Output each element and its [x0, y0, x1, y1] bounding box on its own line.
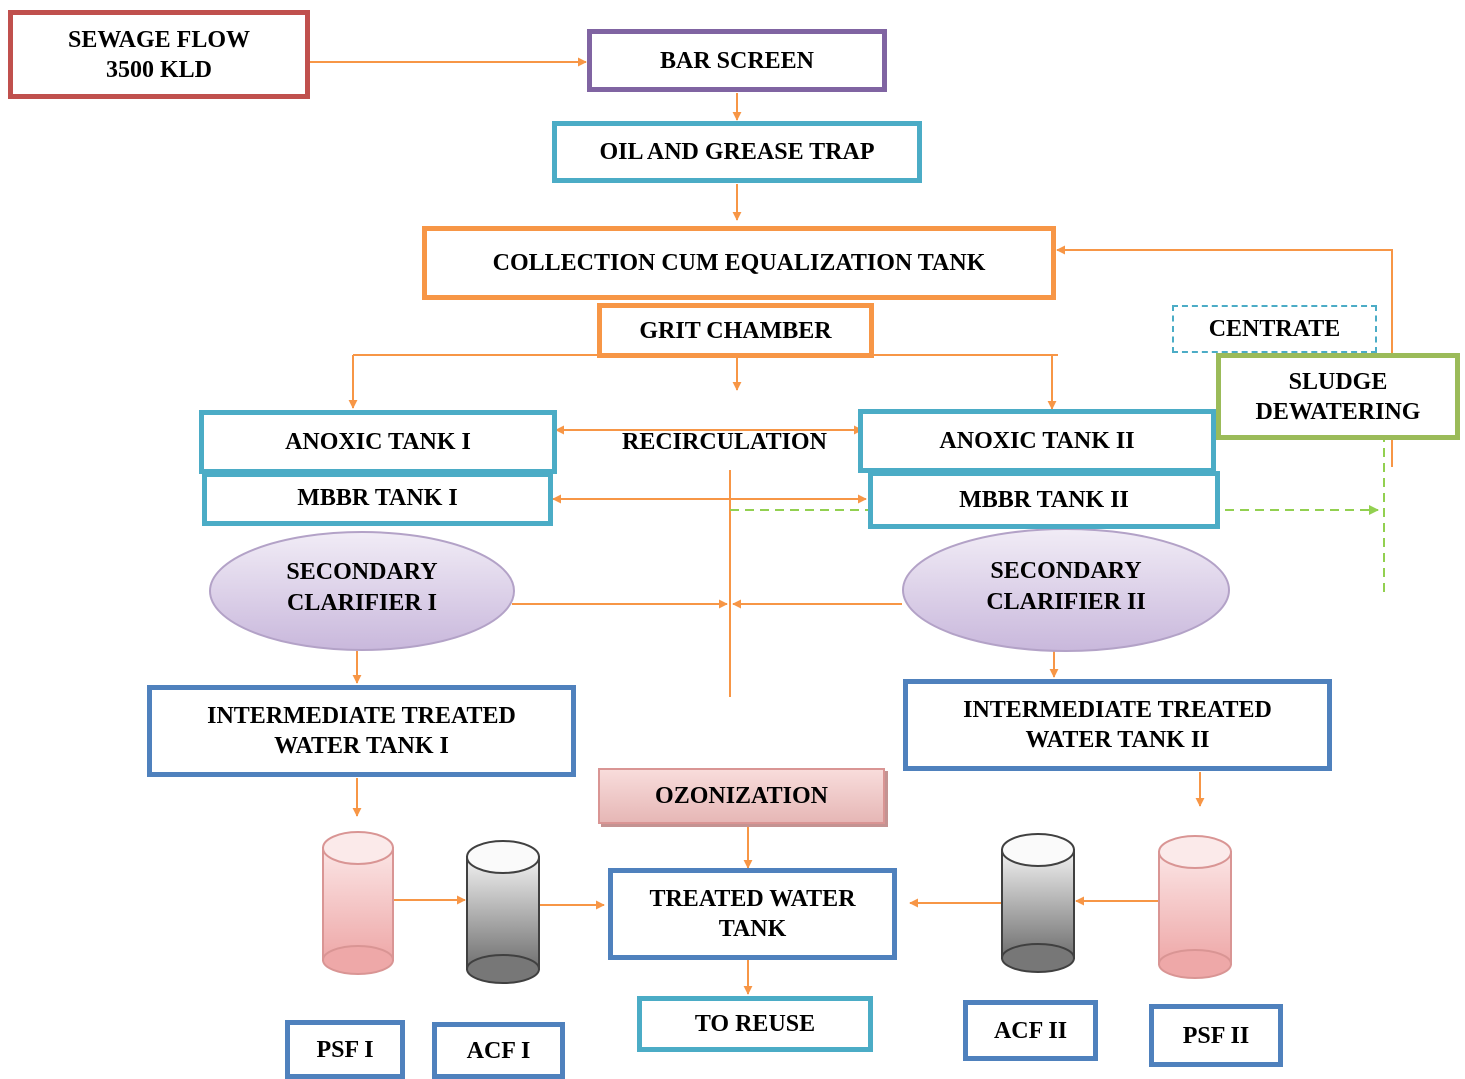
grit-chamber-box: GRIT CHAMBER	[597, 303, 874, 358]
clarifier-2-shape	[902, 528, 1230, 652]
intermediate-treated-water-tank-2-box: INTERMEDIATE TREATED WATER TANK II	[903, 679, 1332, 771]
collection-equalization-tank-box: COLLECTION CUM EQUALIZATION TANK	[422, 226, 1056, 300]
ozonization-box: OZONIZATION	[598, 768, 885, 824]
intermediate-treated-water-tank-1-box: INTERMEDIATE TREATED WATER TANK I	[147, 685, 576, 777]
psf-1-label: PSF I	[285, 1020, 405, 1079]
oil-grease-trap-box: OIL AND GREASE TRAP	[552, 121, 922, 183]
recirculation-label: RECIRCULATION	[622, 429, 827, 455]
acf-2-label: ACF II	[963, 1000, 1098, 1061]
treated-water-tank-box: TREATED WATER TANK	[608, 868, 897, 960]
centrate-box: CENTRATE	[1172, 305, 1377, 353]
psf-2-cylinder	[1158, 835, 1232, 979]
acf-2-cylinder	[1001, 833, 1075, 973]
mbbr-tank-1-box: MBBR TANK I	[202, 472, 553, 526]
anoxic-tank-2-box: ANOXIC TANK II	[858, 409, 1216, 473]
psf-1-cylinder	[322, 831, 394, 975]
sewage-flow-box: SEWAGE FLOW 3500 KLD	[8, 10, 310, 99]
mbbr-tank-2-box: MBBR TANK II	[868, 471, 1220, 529]
acf-1-label: ACF I	[432, 1022, 565, 1079]
secondary-clarifier-1-label: SECONDARY CLARIFIER I	[286, 559, 438, 616]
sludge-dewatering-box: SLUDGE DEWATERING	[1216, 353, 1460, 440]
acf-1-cylinder	[466, 840, 540, 984]
bar-screen-box: BAR SCREEN	[587, 29, 887, 92]
to-reuse-box: TO REUSE	[637, 996, 873, 1052]
anoxic-tank-1-box: ANOXIC TANK I	[199, 410, 557, 474]
clarifier-1-shape	[209, 531, 515, 651]
secondary-clarifier-2-label: SECONDARY CLARIFIER II	[986, 558, 1146, 615]
psf-2-label: PSF II	[1149, 1004, 1283, 1067]
